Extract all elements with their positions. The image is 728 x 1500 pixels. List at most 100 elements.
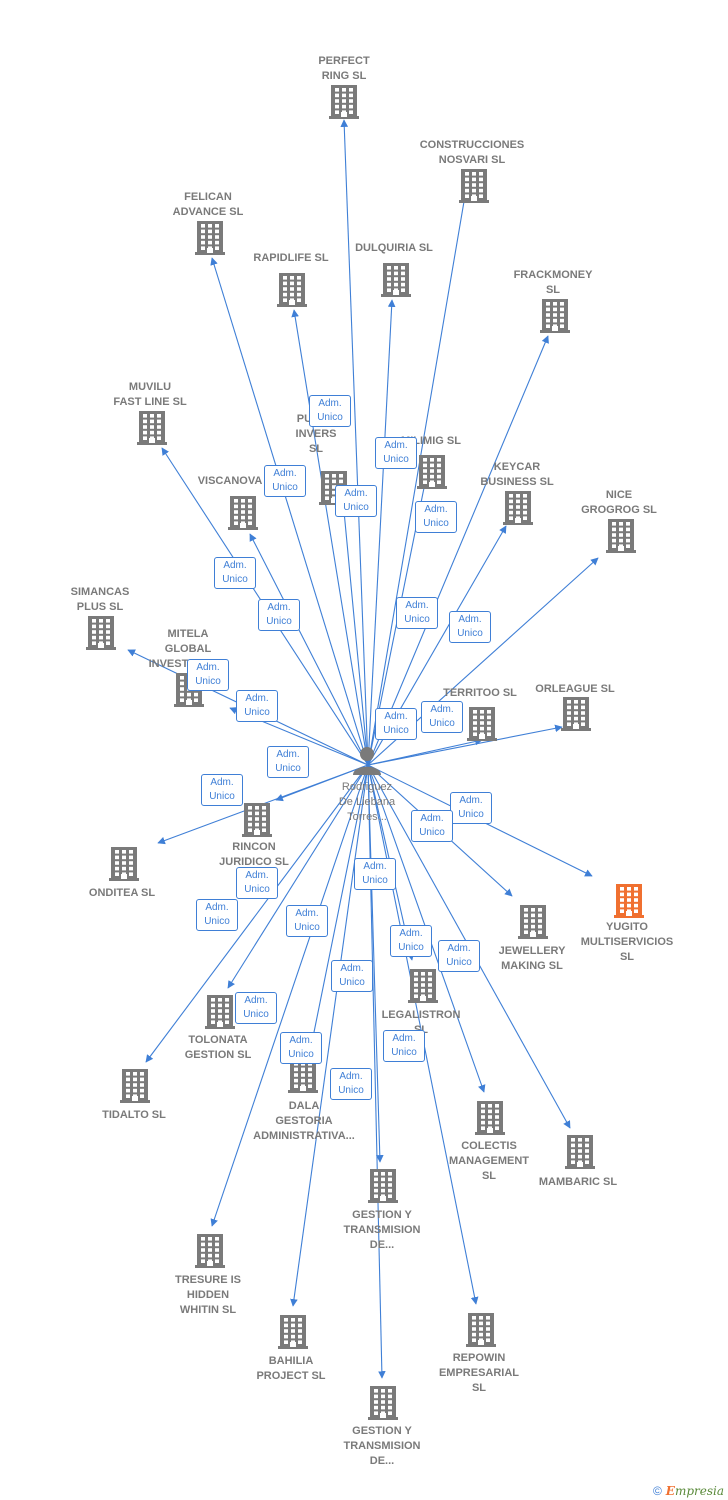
company-label-orleague[interactable]: ORLEAGUE SL <box>505 682 645 697</box>
relation-label[interactable]: Adm. Unico <box>415 501 457 533</box>
company-label-mambaric[interactable]: MAMBARIC SL <box>508 1175 648 1190</box>
company-label-yugito-multiservicios[interactable]: YUGITO MULTISERVICIOS SL <box>557 920 697 965</box>
company-node-perfect-ring[interactable] <box>274 85 414 119</box>
company-label-simancas-plus[interactable]: SIMANCAS PLUS SL <box>30 585 170 615</box>
relation-label[interactable]: Adm. Unico <box>235 992 277 1024</box>
company-node-orleague[interactable] <box>506 697 646 731</box>
company-node-rincon-juridico[interactable] <box>187 803 327 837</box>
relation-label[interactable]: Adm. Unico <box>335 485 377 517</box>
company-node-tresure-is-hidden[interactable] <box>140 1234 280 1268</box>
company-name: RAPIDLIFE SL <box>253 252 329 264</box>
company-label-jewellery-making[interactable]: JEWELLERY MAKING SL <box>462 944 602 974</box>
building-icon <box>222 273 362 307</box>
company-label-nice-grogrog[interactable]: NICE GROGROG SL <box>549 488 689 518</box>
company-node-yugito-multiservicios[interactable] <box>559 884 699 918</box>
company-node-onditea[interactable] <box>54 847 194 881</box>
building-icon <box>559 884 699 918</box>
relation-label[interactable]: Adm. Unico <box>280 1032 322 1064</box>
company-node-repowin-empresarial[interactable] <box>411 1313 551 1347</box>
company-node-simancas-plus[interactable] <box>31 616 171 650</box>
building-icon <box>140 1234 280 1268</box>
relation-label[interactable]: Adm. Unico <box>196 899 238 931</box>
company-name: YUGITO MULTISERVICIOS SL <box>580 921 674 963</box>
company-node-mambaric[interactable] <box>510 1135 650 1169</box>
relation-label[interactable]: Adm. Unico <box>390 925 432 957</box>
relation-label[interactable]: Adm. Unico <box>411 810 453 842</box>
relation-label[interactable]: Adm. Unico <box>236 690 278 722</box>
company-node-felican-advance[interactable] <box>140 221 280 255</box>
copyright-symbol: © <box>652 1484 662 1498</box>
company-node-viscanova[interactable] <box>173 496 313 530</box>
company-node-gestion-transmision-2[interactable] <box>313 1386 453 1420</box>
company-label-gestion-transmision-2[interactable]: GESTION Y TRANSMISION DE... <box>312 1424 452 1469</box>
company-label-dulquiria[interactable]: DULQUIRIA SL <box>324 241 464 256</box>
company-label-viscanova[interactable]: VISCANOVA <box>160 474 300 489</box>
company-label-perfect-ring[interactable]: PERFECT RING SL <box>274 54 414 84</box>
company-node-keycar-business[interactable] <box>448 491 588 525</box>
company-node-bahilia-project[interactable] <box>223 1315 363 1349</box>
company-node-colectis-management[interactable] <box>420 1101 560 1135</box>
relation-label[interactable]: Adm. Unico <box>383 1030 425 1062</box>
relation-label[interactable]: Adm. Unico <box>309 395 351 427</box>
company-label-territoo[interactable]: TERRITOO SL <box>410 686 550 701</box>
company-node-construcciones-nosvari[interactable] <box>404 169 544 203</box>
company-label-tolonata-gestion[interactable]: TOLONATA GESTION SL <box>148 1033 288 1063</box>
company-label-onditea[interactable]: ONDITEA SL <box>52 886 192 901</box>
company-name: TOLONATA GESTION SL <box>184 1034 252 1061</box>
relation-label[interactable]: Adm. Unico <box>450 792 492 824</box>
building-icon <box>326 263 466 297</box>
edge-dala-gestoria <box>307 764 369 1053</box>
company-node-legalistron[interactable] <box>353 969 493 1003</box>
relation-label[interactable]: Adm. Unico <box>375 708 417 740</box>
company-node-milimig[interactable] <box>362 455 502 489</box>
relation-label[interactable]: Adm. Unico <box>449 611 491 643</box>
relation-label[interactable]: Adm. Unico <box>330 1068 372 1100</box>
company-label-gestion-transmision-1[interactable]: GESTION Y TRANSMISION DE... <box>312 1208 452 1253</box>
company-name: GESTION Y TRANSMISION DE... <box>343 1209 421 1251</box>
company-node-jewellery-making[interactable] <box>463 905 603 939</box>
company-name: MUVILU FAST LINE SL <box>113 381 187 408</box>
relation-label[interactable]: Adm. Unico <box>331 960 373 992</box>
relation-label[interactable]: Adm. Unico <box>354 858 396 890</box>
relation-label[interactable]: Adm. Unico <box>201 774 243 806</box>
company-label-keycar-business[interactable]: KEYCAR BUSINESS SL <box>447 460 587 490</box>
company-name: ONDITEA SL <box>88 887 156 899</box>
company-label-construcciones-nosvari[interactable]: CONSTRUCCIONES NOSVARI SL <box>402 138 542 168</box>
relation-label[interactable]: Adm. Unico <box>396 597 438 629</box>
company-node-rapidlife[interactable] <box>222 273 362 307</box>
relation-label[interactable]: Adm. Unico <box>267 746 309 778</box>
relation-label[interactable]: Adm. Unico <box>236 867 278 899</box>
company-label-felican-advance[interactable]: FELICAN ADVANCE SL <box>138 190 278 220</box>
relation-label[interactable]: Adm. Unico <box>421 701 463 733</box>
company-node-gestion-transmision-1[interactable] <box>313 1169 453 1203</box>
company-label-rapidlife[interactable]: RAPIDLIFE SL <box>221 251 361 266</box>
building-icon <box>551 519 691 553</box>
company-label-tresure-is-hidden[interactable]: TRESURE IS HIDDEN WHITIN SL <box>138 1273 278 1318</box>
relation-label[interactable]: Adm. Unico <box>438 940 480 972</box>
company-label-frackmoney[interactable]: FRACKMONEY SL <box>483 268 623 298</box>
relation-label[interactable]: Adm. Unico <box>214 557 256 589</box>
relation-label[interactable]: Adm. Unico <box>264 465 306 497</box>
company-label-dala-gestoria[interactable]: DALA GESTORIA ADMINISTRATIVA... <box>234 1099 374 1144</box>
company-node-frackmoney[interactable] <box>485 299 625 333</box>
company-label-repowin-empresarial[interactable]: REPOWIN EMPRESARIAL SL <box>409 1351 549 1396</box>
company-node-tidalto[interactable] <box>65 1069 205 1103</box>
company-node-muvilu-fast-line[interactable] <box>82 411 222 445</box>
company-node-dulquiria[interactable] <box>326 263 466 297</box>
company-label-rincon-juridico[interactable]: RINCON JURIDICO SL <box>184 840 324 870</box>
relation-label[interactable]: Adm. Unico <box>286 905 328 937</box>
relation-label[interactable]: Adm. Unico <box>375 437 417 469</box>
company-node-tolonata-gestion[interactable] <box>150 995 290 1029</box>
relation-label[interactable]: Adm. Unico <box>187 659 229 691</box>
person-node[interactable]: Rodriguez De Liebana Torres... <box>327 745 407 825</box>
relation-label[interactable]: Adm. Unico <box>258 599 300 631</box>
company-label-muvilu-fast-line[interactable]: MUVILU FAST LINE SL <box>80 380 220 410</box>
company-label-tidalto[interactable]: TIDALTO SL <box>64 1108 204 1123</box>
company-name: TERRITOO SL <box>443 687 517 699</box>
brand-initial: E <box>665 1484 675 1498</box>
company-node-nice-grogrog[interactable] <box>551 519 691 553</box>
company-label-colectis-management[interactable]: COLECTIS MANAGEMENT SL <box>419 1139 559 1184</box>
company-label-bahilia-project[interactable]: BAHILIA PROJECT SL <box>221 1354 361 1384</box>
company-name: GESTION Y TRANSMISION DE... <box>343 1425 421 1467</box>
company-node-territoo[interactable] <box>412 707 552 741</box>
